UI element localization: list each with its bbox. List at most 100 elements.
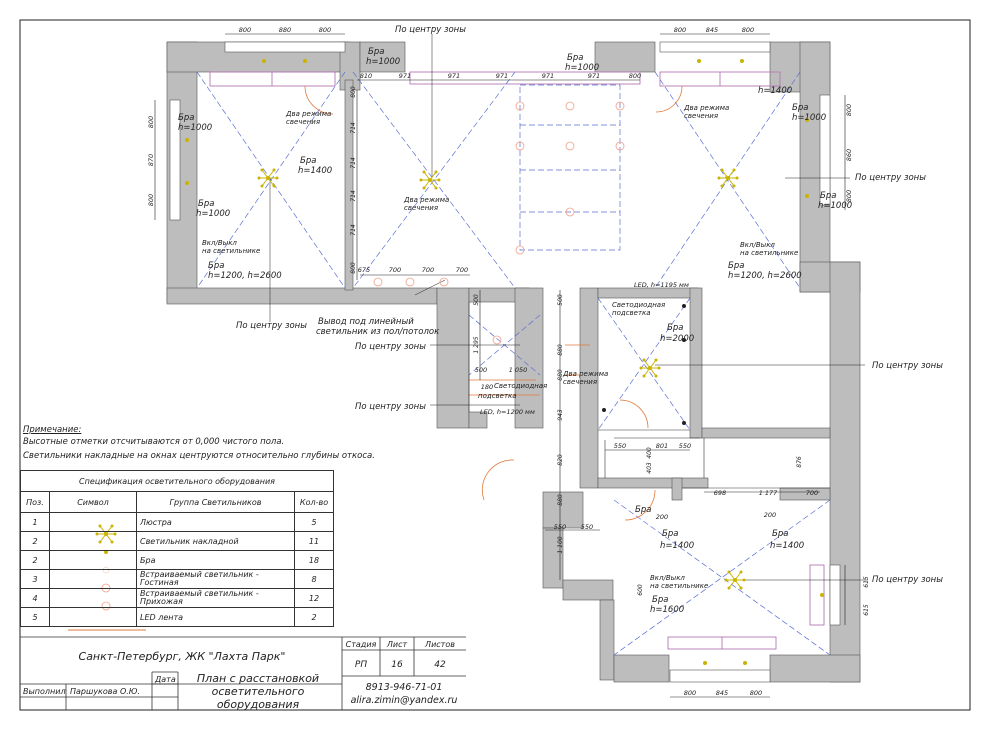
center-zone-label: По центру зоны (355, 342, 426, 352)
sconce-height-label: h=1000 (818, 201, 852, 211)
dimension-label: 550 (614, 442, 626, 450)
sconce-height-label: h=1200, h=2600 (208, 271, 282, 281)
notes-heading: Примечание: (23, 425, 82, 435)
sconce-label: Бра (820, 191, 836, 201)
sconce-height-label: h=1000 (178, 123, 212, 133)
windows (169, 41, 841, 683)
on-off-label: на светильнике (650, 582, 708, 590)
sconce-label: Бра (567, 53, 583, 63)
sheets-value: 42 (434, 660, 446, 670)
sconce-height-label: h=1400 (298, 166, 332, 176)
dimension-label: 971 (496, 72, 508, 80)
dimension-label: 714 (350, 190, 357, 202)
dimension-label: 500 (473, 294, 480, 306)
spec-header-symbol: Символ (49, 491, 137, 513)
two-modes-label: свечения (684, 112, 718, 120)
on-off-label: на светильнике (202, 247, 260, 255)
dimension-label: 550 (554, 523, 566, 531)
zone-diagonals (196, 71, 831, 656)
spec-symbol-cell (49, 607, 137, 627)
two-modes-label: свечения (563, 378, 597, 386)
project-name: Санкт-Петербург, ЖК "Лахта Парк" (79, 650, 286, 663)
notes-line-1: Высотные отметки отсчитываются от 0,000 … (23, 437, 285, 447)
chandelier-icon (639, 358, 661, 378)
spec-pos: 1 (20, 512, 50, 532)
drawing-title-1: План с расстановкой (197, 672, 319, 685)
dimension-label: 800 (319, 26, 331, 34)
dimension-label: 1 295 (473, 336, 480, 353)
spec-symbol-cell (49, 512, 137, 532)
dimension-label: 800 (239, 26, 251, 34)
spec-group: Бра (136, 550, 295, 570)
spec-header-group: Группа Светильников (136, 491, 295, 513)
dimension-label: 600 (637, 584, 644, 596)
dimension-label: 800 (750, 689, 762, 697)
center-zone-label: По центру зоны (355, 402, 426, 412)
sconce-label: Бра (667, 323, 683, 333)
spec-pos: 2 (20, 531, 50, 551)
dimension-label: 845 (706, 26, 718, 34)
dimension-label: 971 (588, 72, 600, 80)
chandelier-icon (419, 170, 441, 190)
sconce-height-label: h=2000 (660, 334, 694, 344)
dimension-label: 800 (845, 104, 853, 116)
author-name: Паршукова О.Ю. (70, 687, 140, 696)
spec-header-pos: Поз. (20, 491, 50, 513)
spec-pos: 2 (20, 550, 50, 570)
dimension-label: 615 (863, 576, 870, 588)
dimension-label: 880 (557, 369, 564, 381)
sconce-label: Бра (652, 595, 668, 605)
center-zone-label: По центру зоны (395, 25, 466, 35)
dimension-label: 1 177 (759, 489, 778, 497)
dimension-label: 500 (557, 294, 564, 306)
dimension-label: 801 (656, 442, 668, 450)
dimension-label: 943 (557, 409, 564, 421)
two-modes-label: свечения (404, 204, 438, 212)
sconce-height-label: h=1000 (565, 63, 599, 73)
dimension-label: 800 (845, 190, 853, 202)
led-backlight-label: подсветка (612, 309, 651, 317)
on-off-label: на светильнике (740, 249, 798, 257)
sconce-label: Бра (208, 261, 224, 271)
two-modes-label: Два режима (403, 196, 449, 204)
center-zone-label: По центру зоны (872, 361, 943, 371)
linear-outlet-label: Вывод под линейный (318, 317, 414, 327)
sconce-label: Бра (728, 261, 744, 271)
spec-header-qty: Кол-во (294, 491, 334, 513)
sconce-height-label: h=1400 (660, 541, 694, 551)
spec-group: Встраиваемый светильник - Гостиная (136, 569, 295, 589)
dimension-label: 550 (679, 442, 691, 450)
dimension-label: 800 (629, 72, 641, 80)
led-backlight-label: Светодиодная (494, 382, 547, 390)
dimension-label: 800 (350, 262, 357, 274)
spec-group: LED лента (136, 607, 295, 627)
dimension-label: 400 (646, 447, 653, 459)
sconce-height-label: h=1000 (792, 113, 826, 123)
dimension-label: 700 (456, 266, 468, 274)
spec-qty: 12 (294, 588, 334, 608)
sconce-height-label: h=1200, h=2600 (728, 271, 802, 281)
sconce-label: Бра (368, 47, 384, 57)
spec-pos: 4 (20, 588, 50, 608)
leaders (269, 34, 868, 581)
sheet-value: 16 (391, 660, 403, 670)
spec-group: Светильник накладной (136, 531, 295, 551)
walls (166, 41, 861, 683)
dimension-label: 1 050 (509, 366, 528, 374)
sconce-label: Бра (662, 529, 678, 539)
dimension-label: 714 (350, 224, 357, 236)
spec-qty: 18 (294, 550, 334, 570)
phone: 8913-946-71-01 (366, 682, 443, 693)
dimension-label: 880 (557, 344, 564, 356)
linear-outlet-label: светильник из пол/потолок (316, 327, 440, 337)
dimension-label: 880 (279, 26, 291, 34)
dimension-label: 180 (481, 383, 493, 391)
dimension-label: 810 (360, 72, 372, 80)
dimension-label: 403 (646, 462, 653, 474)
